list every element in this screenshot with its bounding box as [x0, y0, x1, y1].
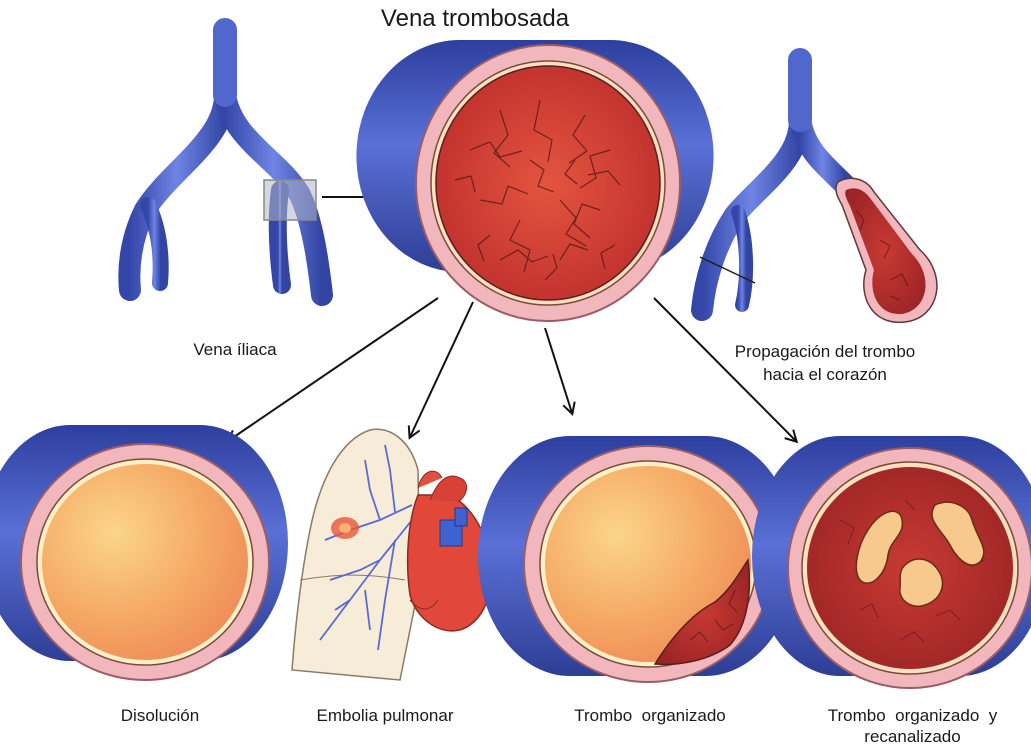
iliac-vein-icon: [129, 30, 322, 295]
arrow-to-organized: [545, 328, 572, 413]
recanalized-cross-section-icon: [752, 436, 1031, 688]
label-pulmonary-embolism: Embolia pulmonar: [290, 705, 480, 727]
label-dissolution: Disolución: [80, 705, 240, 727]
arrow-to-dissolution: [228, 298, 438, 441]
label-propagation-line1: Propagación del trombo: [700, 341, 950, 363]
lung-icon: [292, 429, 420, 680]
propagation-vein-icon: [700, 60, 937, 322]
dissolution-cross-section-icon: [0, 425, 288, 680]
label-organized-recanalized-line1: Trombo organizado y: [800, 705, 1025, 727]
organized-cross-section-icon: [478, 436, 797, 682]
vessel-cross-section-icon: [356, 40, 713, 321]
label-propagation-line2: hacia el corazón: [700, 364, 950, 386]
diagram-title: Vena trombosada: [330, 5, 620, 33]
label-organized-recanalized-line2: recanalizado: [800, 726, 1025, 748]
arrow-to-embolism: [410, 302, 473, 437]
label-iliac-vein: Vena íliaca: [160, 339, 310, 361]
label-organized-thrombus: Trombo organizado: [545, 705, 755, 727]
